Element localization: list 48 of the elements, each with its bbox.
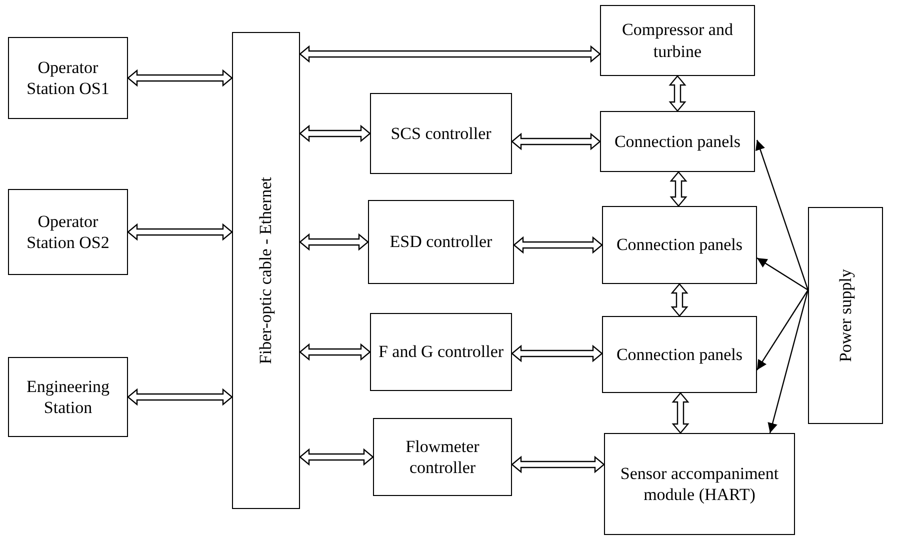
double-arrow <box>299 448 374 466</box>
block-box <box>368 200 514 284</box>
block-label: Operator Station OS1 <box>26 56 110 100</box>
block-box <box>604 433 795 535</box>
double-arrow <box>668 75 686 112</box>
block-label: SCS controller <box>390 122 492 144</box>
block-box <box>373 418 512 496</box>
block-label: Connection panels <box>615 234 744 256</box>
double-arrow <box>299 45 601 63</box>
block-box <box>602 316 757 393</box>
double-arrow <box>511 132 601 150</box>
double-arrow <box>511 456 605 474</box>
block-box <box>8 189 128 275</box>
double-arrow <box>127 223 233 241</box>
block-box <box>370 313 512 391</box>
double-arrow <box>299 233 369 251</box>
double-arrow <box>670 283 688 317</box>
block-label: ESD controller <box>388 231 494 253</box>
block-box <box>600 111 755 172</box>
block-box <box>600 5 755 76</box>
block-label: Engineering Station <box>25 376 111 418</box>
block-label: Fiber-optic cable - Ethernet <box>255 176 276 364</box>
arrow <box>756 258 808 290</box>
double-arrow <box>299 343 371 361</box>
block-box <box>602 206 757 284</box>
double-arrow <box>511 344 603 362</box>
block-label: Connection panels <box>613 130 742 152</box>
block-label: Compressor and turbine <box>621 19 734 62</box>
block-box <box>370 93 512 174</box>
block-label: Connection panels <box>615 344 744 366</box>
arrow <box>755 140 809 290</box>
block-box <box>8 357 128 437</box>
arrow <box>756 290 808 370</box>
double-arrow <box>127 69 233 87</box>
block-label: Sensor accompaniment module (HART) <box>619 462 780 506</box>
block-box <box>8 37 128 119</box>
double-arrow <box>513 236 603 254</box>
double-arrow <box>672 392 690 434</box>
block-label: Flowmeter controller <box>404 436 480 478</box>
double-arrow <box>299 124 371 142</box>
block-label: F and G controller <box>377 341 505 363</box>
block-label: Operator Station OS2 <box>26 210 110 254</box>
double-arrow <box>127 388 233 406</box>
block-box <box>808 207 883 424</box>
arrow <box>768 290 809 434</box>
block-box <box>232 32 300 509</box>
block-label: Power supply <box>834 268 856 362</box>
double-arrow <box>670 171 688 207</box>
